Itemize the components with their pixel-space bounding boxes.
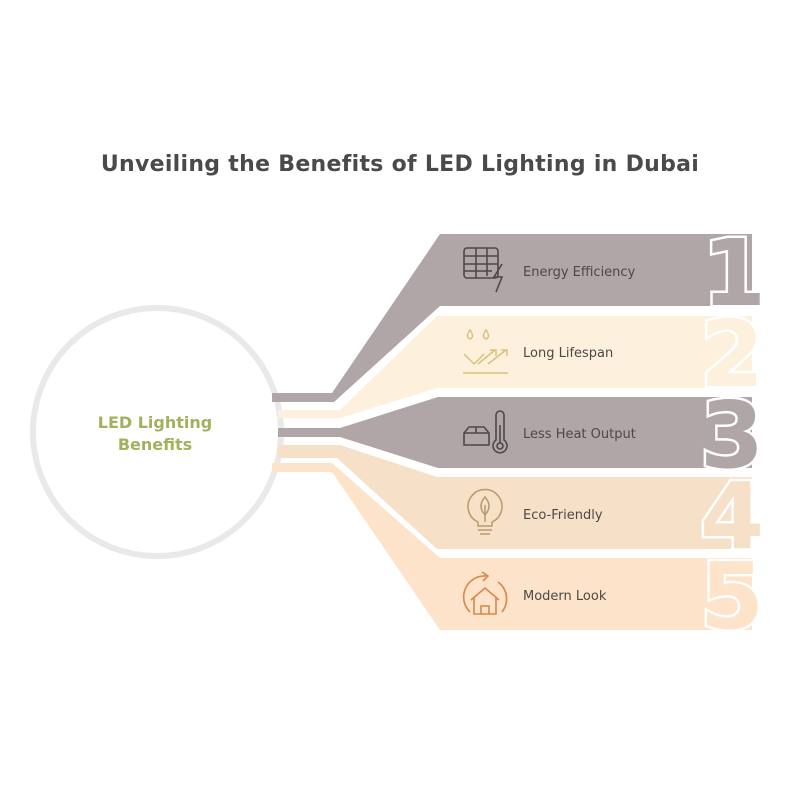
item-number-2: 2 xyxy=(700,301,764,408)
band-4 xyxy=(278,445,752,549)
item-label-1: Energy Efficiency xyxy=(523,265,636,280)
center-label-line2: Benefits xyxy=(118,435,192,454)
benefit-item-2: 2 Long Lifespan xyxy=(278,299,767,418)
bulb-leaf-icon xyxy=(467,488,503,535)
house-refresh-icon xyxy=(462,571,508,615)
benefit-item-4: 4 Eco-Friendly xyxy=(278,445,767,573)
item-label-2: Long Lifespan xyxy=(523,346,613,361)
item-number-4: 4 xyxy=(700,463,764,570)
band-1 xyxy=(272,234,752,402)
benefit-item-1: 1 Energy Efficiency xyxy=(272,218,769,402)
item-label-5: Modern Look xyxy=(523,589,607,604)
item-label-3: Less Heat Output xyxy=(523,427,636,442)
item-number-1: 1 xyxy=(702,220,766,327)
band-3 xyxy=(278,397,752,468)
drops-growth-arrow-icon xyxy=(463,328,508,374)
item-number-5: 5 xyxy=(700,543,764,650)
item-number-3: 3 xyxy=(700,382,764,489)
band-2 xyxy=(278,316,752,418)
box-thermometer-icon xyxy=(463,410,508,454)
band-5 xyxy=(272,463,752,630)
solar-panel-bolt-icon xyxy=(463,247,504,293)
item-label-4: Eco-Friendly xyxy=(523,508,603,523)
benefit-item-3: 3 Less Heat Output xyxy=(278,380,767,492)
center-circle xyxy=(30,305,284,559)
diagram-title: Unveiling the Benefits of LED Lighting i… xyxy=(100,152,700,177)
benefit-item-5: 5 Modern Look xyxy=(272,463,767,653)
center-label-line1: LED Lighting xyxy=(98,413,212,432)
